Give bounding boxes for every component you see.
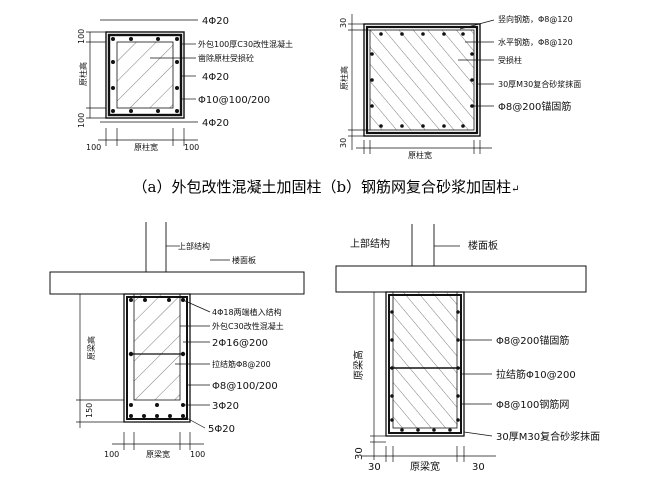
- fig-c-dim-bottom-mid: 原梁宽: [146, 449, 170, 459]
- fig-a-dimensions: [86, 19, 198, 146]
- fig-b-vertical-label: 竖向钢筋，Φ8@120: [498, 14, 573, 24]
- fig-c-stirrup-label: Φ8@100/200: [212, 381, 278, 392]
- fig-a-dim-left-bottom: 100: [77, 113, 86, 128]
- fig-d-mortar-label: 30厚M30复合砂浆抹面: [496, 430, 600, 443]
- fig-d-dim-bottom-mid: 原梁宽: [410, 460, 440, 473]
- fig-a-chisel-label: 凿除原柱受损砼: [198, 53, 254, 63]
- fig-a-side-bar-label: 4Φ20: [202, 72, 229, 83]
- fig-c-bars-mid-label: 2Φ16@200: [212, 338, 268, 349]
- paragraph-mark: ↵: [511, 184, 520, 195]
- fig-a-original-column: [116, 41, 174, 109]
- fig-c-dim-bottom-right: 100: [190, 450, 205, 459]
- fig-c-layer-label: 外包C30改性混凝土: [212, 321, 284, 331]
- fig-b-dim-left-top: 30: [339, 18, 348, 28]
- fig-c-bars-top-label: 4Φ18两端植入结构: [212, 307, 282, 317]
- fig-b-horizontal-label: 水平钢筋，Φ8@120: [498, 37, 573, 47]
- fig-a-top-bar-label: 4Φ20: [202, 16, 229, 27]
- fig-b-outer-section: [363, 23, 481, 137]
- fig-d-anchor-label: Φ8@200锚固筋: [496, 334, 569, 347]
- fig-c-original-beam: [133, 293, 181, 401]
- fig-c-tie-label: 拉结筋Φ8@200: [212, 359, 271, 369]
- fig-d-slab: [335, 265, 587, 293]
- fig-c-dim-150: 150: [85, 403, 94, 418]
- figure-a: 4Φ20 外包100厚C30改性混凝土 凿除原柱受损砼 4Φ20 Φ10@100…: [77, 16, 293, 152]
- fig-b-dimensions: [348, 14, 495, 154]
- fig-c-stirrup: [126, 296, 188, 420]
- fig-c-upper-label: 上部结构: [178, 241, 210, 251]
- fig-a-stirrup: [107, 33, 183, 117]
- figure-d: 上部结构 楼面板 Φ8@200锚固筋 拉结筋Φ10@200 Φ8@100钢筋网 …: [335, 224, 600, 473]
- fig-a-stirrup-label: Φ10@100/200: [198, 95, 270, 106]
- fig-d-original-beam: [392, 291, 458, 429]
- fig-a-left-dim-label: 原柱高: [78, 62, 88, 86]
- fig-b-mesh: [365, 25, 479, 135]
- fig-a-rebar-dots: [111, 37, 179, 113]
- fig-b-dim-left-bottom: 30: [339, 138, 348, 148]
- fig-d-slab-label: 楼面板: [468, 239, 498, 252]
- fig-d-left-dim-label: 原梁高: [352, 350, 365, 380]
- fig-b-mortar-label: 30厚M30复合砂浆抹面: [498, 79, 581, 89]
- fig-d-upper-label: 上部结构: [350, 237, 390, 250]
- figure-c: 上部结构 楼面板 4Φ18两端植入结构 外包C30改性混凝土 2Φ16@200 …: [49, 222, 305, 459]
- caption-text: （a）外包改性混凝土加固柱（b）钢筋网复合砂浆加固柱: [132, 178, 512, 196]
- fig-c-dim-bottom-left: 100: [104, 450, 119, 459]
- fig-b-anchor-label: Φ8@200锚固筋: [498, 100, 571, 113]
- figure-caption: （a）外包改性混凝土加固柱（b）钢筋网复合砂浆加固柱↵: [0, 176, 652, 197]
- fig-c-left-dim-label: 原梁高: [86, 336, 96, 360]
- fig-a-dim-bottom-left: 100: [86, 143, 101, 152]
- fig-a-layer-label: 外包100厚C30改性混凝土: [198, 39, 293, 49]
- fig-d-mesh-label: Φ8@100钢筋网: [496, 398, 569, 411]
- fig-b-dim-bottom-mid: 原柱宽: [408, 150, 432, 160]
- fig-b-damaged-column: [369, 29, 475, 131]
- fig-c-bars-base-label: 5Φ20: [208, 424, 235, 435]
- fig-a-dim-bottom-mid: 原柱宽: [134, 142, 158, 152]
- fig-a-outer-section: [105, 31, 185, 119]
- fig-b-column-label: 受损柱: [498, 55, 522, 65]
- fig-b-rebar-dots: [370, 32, 474, 128]
- fig-b-left-dim-label: 原柱高: [339, 66, 349, 90]
- fig-d-dim-left: 30: [354, 447, 365, 460]
- fig-d-dim-bottom-left: 30: [368, 462, 381, 473]
- fig-d-tie-label: 拉结筋Φ10@200: [496, 368, 576, 381]
- fig-a-bottom-bar-label: 4Φ20: [202, 118, 229, 129]
- fig-a-dim-bottom-right: 100: [184, 143, 199, 152]
- figure-b: 竖向钢筋，Φ8@120 水平钢筋，Φ8@120 受损柱 30厚M30复合砂浆抹面…: [339, 14, 581, 160]
- fig-d-rebar-dots: [390, 310, 460, 432]
- fig-c-bars-bot-label: 3Φ20: [212, 401, 239, 412]
- fig-c-slab: [49, 271, 305, 295]
- fig-d-dim-bottom-right: 30: [472, 462, 485, 473]
- fig-d-dimensions: [362, 245, 496, 462]
- fig-d-mesh: [388, 294, 462, 434]
- fig-a-dim-left-top: 100: [77, 29, 86, 44]
- fig-c-slab-label: 楼面板: [232, 255, 256, 265]
- fig-c-dimensions: [76, 245, 230, 450]
